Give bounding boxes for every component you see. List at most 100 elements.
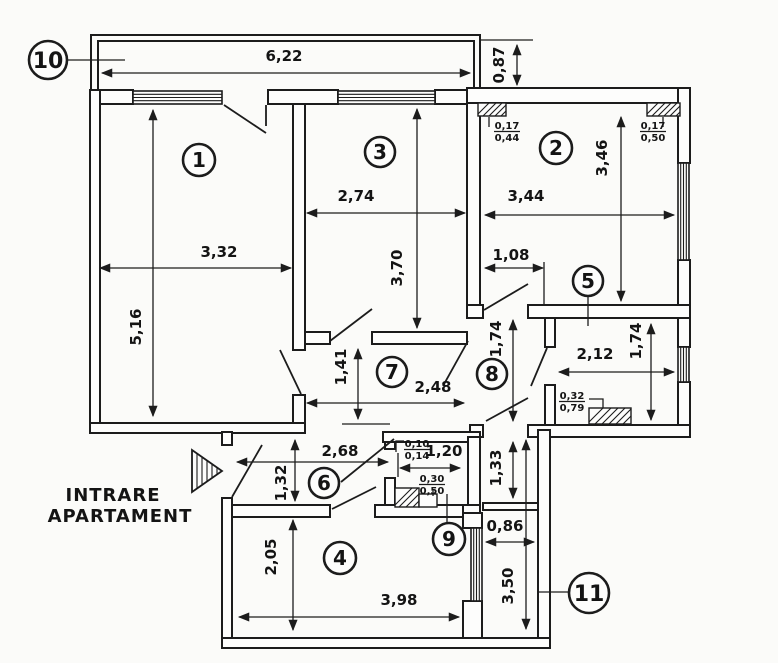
- wall: [89, 422, 306, 434]
- dim-label: 1,08: [492, 246, 529, 264]
- wall: [292, 394, 306, 424]
- dimension-lines: [98, 43, 676, 632]
- dim-label: 2,12: [576, 345, 613, 363]
- wall: [221, 637, 551, 649]
- wall: [384, 477, 396, 508]
- label-circle: [375, 355, 409, 389]
- room-label-3: 3: [363, 135, 397, 169]
- dim-label: 3,32: [200, 243, 237, 261]
- balcony-10-parapet: [90, 34, 533, 90]
- fraction-den: 0,14: [405, 451, 430, 462]
- label-circle: [571, 264, 605, 298]
- wall: [544, 317, 556, 348]
- dim-label: 1,20: [425, 442, 462, 460]
- fraction-den: 0,79: [560, 403, 585, 414]
- label-circle: [475, 357, 509, 391]
- dim-label: 2,68: [321, 442, 358, 460]
- block-room2-right: [646, 102, 681, 127]
- wall: [466, 87, 691, 104]
- fraction-room2-right: 0,17 0,50: [640, 121, 666, 144]
- label-circle: [567, 571, 611, 615]
- fraction-num: 0,17: [495, 121, 520, 132]
- dim-label: 2,48: [414, 378, 451, 396]
- wall: [677, 259, 691, 348]
- window-room4-balcony11: [470, 527, 483, 602]
- label-circle: [538, 130, 574, 166]
- block-room9: [394, 487, 438, 508]
- block-hatch: [588, 407, 632, 425]
- room-number: 6: [317, 471, 331, 495]
- room-label-11: 11: [537, 571, 611, 615]
- room-number: 11: [574, 582, 605, 607]
- wall: [89, 89, 101, 434]
- fraction-room5: 0,32 0,79: [559, 391, 585, 414]
- door-leaf-hall8-hall6: [485, 397, 529, 422]
- wall: [537, 429, 551, 639]
- dim-label: 3,70: [388, 249, 406, 286]
- room-label-10: 10: [27, 39, 125, 81]
- wall: [527, 424, 691, 438]
- room-number: 8: [485, 362, 499, 386]
- fraction-room9-top: 0,10 0,14: [395, 439, 430, 462]
- dim-label: 5,16: [127, 308, 145, 345]
- fraction-num: 0,17: [641, 121, 666, 132]
- label-circle: [322, 540, 358, 576]
- room-number: 4: [333, 546, 347, 570]
- entrance-label-line1: INTRARE: [66, 485, 161, 506]
- room-number: 9: [442, 527, 456, 551]
- window-room3: [337, 90, 436, 105]
- room-label-5: 5: [571, 264, 605, 326]
- wall: [482, 502, 539, 511]
- room-label-4: 4: [322, 540, 358, 576]
- block-step: [418, 493, 438, 508]
- dimension-labels: 6,22 0,87 3,32 5,16 2,74 3,70 3,44 3,46 …: [127, 46, 645, 609]
- wall: [462, 600, 483, 639]
- dim-label: 1,74: [487, 320, 505, 357]
- room-number: 1: [192, 148, 206, 172]
- dim-label: 1,41: [332, 348, 350, 385]
- door-leaf-room5: [530, 347, 548, 387]
- window-room1: [132, 90, 223, 105]
- wall: [462, 512, 483, 529]
- fraction-num: 0,10: [405, 439, 430, 450]
- entrance-marker: INTRARE APARTAMENT: [48, 448, 224, 527]
- room-number: 10: [33, 49, 64, 74]
- dim-label: 1,33: [487, 449, 505, 486]
- fraction-bracket: [395, 440, 404, 452]
- wall: [467, 436, 481, 508]
- entrance-arrow-hatch: [196, 453, 218, 489]
- room-label-8: 8: [475, 357, 509, 391]
- room-number: 5: [581, 269, 595, 293]
- wall: [466, 87, 481, 311]
- dim-label: 3,44: [507, 187, 544, 205]
- dim-label: 1,74: [627, 322, 645, 359]
- room-label-9: 9: [431, 494, 467, 557]
- label-circle: [27, 39, 69, 81]
- label-circle: [307, 466, 341, 500]
- wall: [527, 304, 691, 319]
- fraction-num: 0,30: [420, 474, 445, 485]
- windows: [132, 90, 690, 602]
- wall: [221, 431, 233, 446]
- room-label-2: 2: [538, 130, 574, 166]
- dim-label: 1,32: [272, 464, 290, 501]
- wall: [267, 89, 339, 105]
- wall: [544, 384, 556, 426]
- label-circle: [363, 135, 397, 169]
- wall: [231, 504, 331, 518]
- fraction-room9-block: 0,30 0,50: [419, 474, 445, 497]
- wall: [221, 497, 233, 649]
- dim-label: 0,86: [486, 517, 523, 535]
- wall: [304, 331, 331, 345]
- block-room5: [588, 398, 632, 425]
- door-leaf-hall7-hall8: [442, 340, 469, 387]
- fraction-labels: 0,17 0,44 0,17 0,50 0,32 0,79 0,10 0,14 …: [395, 121, 666, 497]
- wall: [292, 103, 306, 351]
- door-leaf-room2: [483, 283, 529, 311]
- block-hatch: [394, 487, 420, 508]
- window-room5: [677, 346, 690, 383]
- fraction-room2-left: 0,17 0,44: [494, 121, 520, 144]
- fraction-den: 0,50: [420, 486, 445, 497]
- hatched-blocks: [394, 102, 681, 508]
